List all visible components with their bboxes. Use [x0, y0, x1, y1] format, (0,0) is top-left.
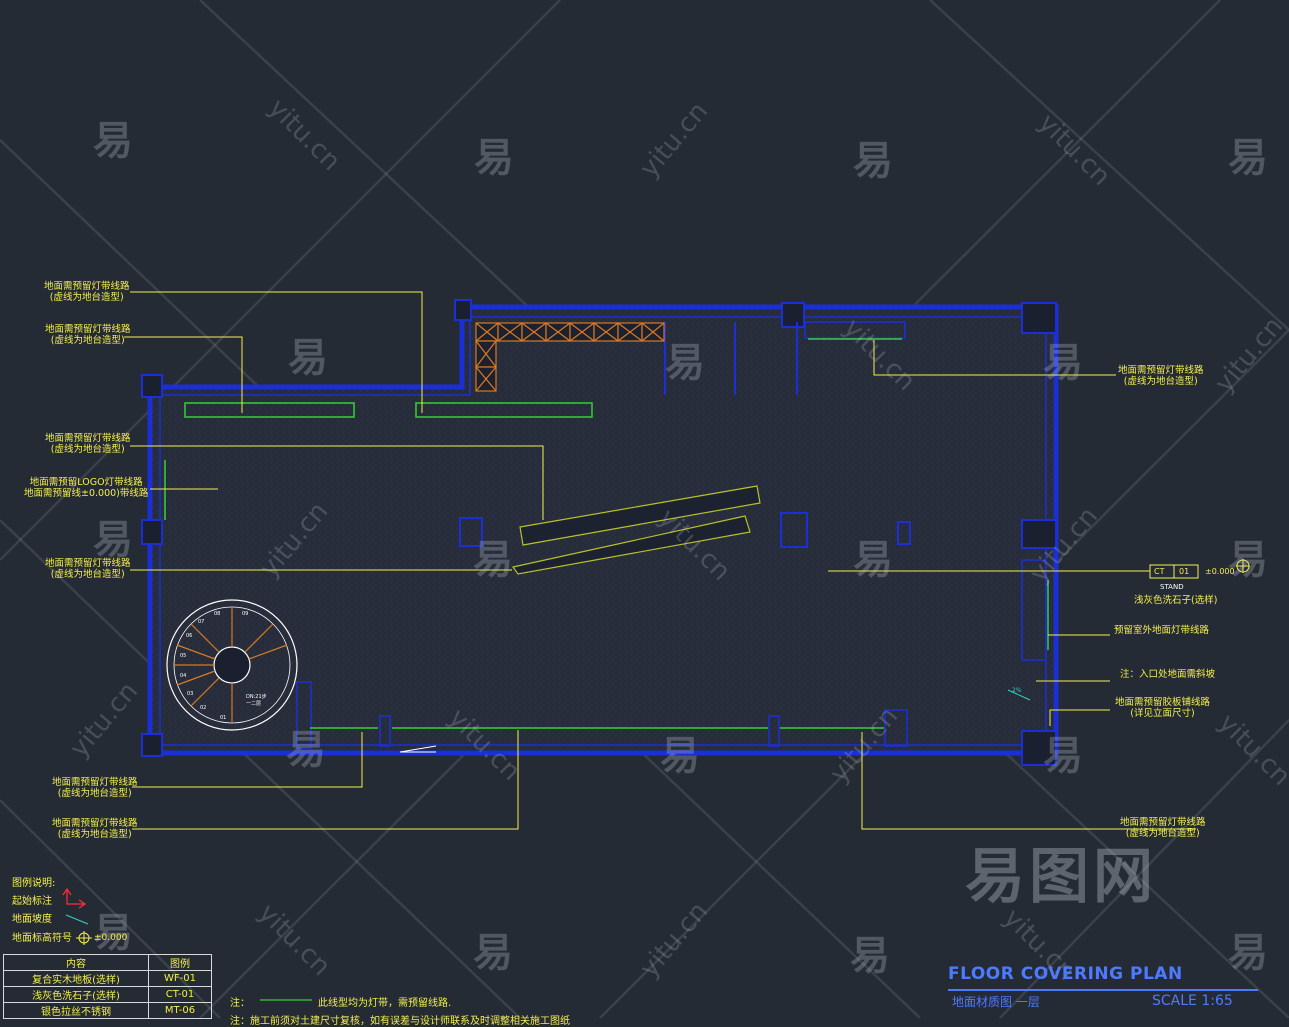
- legend-elev-value: ±0.000: [94, 933, 128, 943]
- annotation-text: (虚线为地台造型): [50, 569, 125, 580]
- table-row: 复合实木地板(选样) WF-01: [3, 970, 212, 987]
- walls: [141, 299, 1059, 766]
- stair-label: DN:21步: [246, 694, 267, 700]
- stand-label: STAND: [1160, 583, 1184, 591]
- stair-step-6: 06: [186, 633, 192, 639]
- leader-lines: [124, 291, 1250, 830]
- annotation-text: 地面需预留灯带线路: [45, 433, 131, 444]
- annotation-text: (详见立面尺寸): [1130, 708, 1195, 719]
- material-code-01: 01: [1179, 567, 1190, 576]
- drawing-title: FLOOR COVERING PLAN: [948, 964, 1183, 984]
- table-header: 图例: [148, 954, 212, 971]
- annotation-r5: 地面需预留胶板铺线路 (详见立面尺寸): [1115, 697, 1210, 719]
- legend-title: 图例说明:: [12, 878, 56, 889]
- annotation-a6: 地面需预留灯带线路 (虚线为地台造型): [52, 777, 138, 799]
- stair-step-1: 01: [220, 715, 226, 721]
- slope-tag: 2%: [1012, 687, 1022, 694]
- table-row: 银色拉丝不锈钢 MT-06: [3, 1002, 212, 1019]
- table-cell: 复合实木地板(选样): [3, 970, 149, 987]
- drawing-scale: SCALE 1:65: [1152, 993, 1233, 1009]
- annotation-a2: 地面需预留灯带线路 (虚线为地台造型): [45, 324, 131, 346]
- annotation-text: (虚线为地台造型): [57, 829, 132, 840]
- table-header: 内容: [3, 954, 149, 971]
- legend-elev: 地面标高符号: [12, 933, 72, 944]
- annotation-text: 地面需预留LOGO灯带线路: [29, 477, 143, 488]
- annotation-r3: 预留室外地面灯带线路: [1114, 625, 1210, 636]
- material-code-ct: CT: [1154, 567, 1165, 576]
- elevation-value: ±0.000: [1205, 567, 1235, 576]
- annotation-text: 地面需预留灯带线路: [44, 281, 130, 292]
- annotation-r4: 注：入口处地面需斜坡: [1120, 669, 1216, 680]
- annotation-text: (虚线为地台造型): [50, 335, 125, 346]
- annotation-text: 地面需预留灯带线路: [45, 324, 131, 335]
- annotation-text: 地面需预留灯带线路: [52, 818, 138, 829]
- annotation-text: 地面需预留线±0.000)带线路: [24, 488, 149, 499]
- note-led: 此线型均为灯带，需预留线路.: [318, 998, 452, 1009]
- led-strips: [164, 338, 1049, 729]
- annotation-text: 地面需预留胶板铺线路: [1115, 697, 1211, 708]
- annotation-r1: 地面需预留灯带线路 (虚线为地台造型): [1118, 365, 1204, 387]
- annotation-text: 地面需预留灯带线路: [1120, 817, 1206, 828]
- stair-step-2: 02: [200, 705, 206, 711]
- stair-step-9: 09: [242, 611, 248, 617]
- material-table: 内容 图例 复合实木地板(选样) WF-01 浅灰色洗石子(选样) CT-01 …: [3, 954, 212, 1019]
- annotation-text: (虚线为地台造型): [1123, 376, 1198, 387]
- table-cell: CT-01: [148, 986, 212, 1003]
- stair-step-5: 05: [180, 653, 186, 659]
- table-header-row: 内容 图例: [3, 954, 212, 971]
- table-cell: 银色拉丝不锈钢: [3, 1002, 149, 1019]
- slope-arrow: 2%: [1007, 687, 1031, 701]
- stair-step-8: 08: [214, 611, 220, 617]
- drawing-subtitle: 地面材质图 一层: [952, 995, 1040, 1009]
- annotation-a3: 地面需预留灯带线路 (虚线为地台造型): [45, 433, 131, 455]
- table-cell: MT-06: [148, 1002, 212, 1019]
- annotation-text: 地面需预留灯带线路: [52, 777, 138, 788]
- stair-step-4: 04: [180, 673, 186, 679]
- annotation-text: (虚线为地台造型): [49, 292, 124, 303]
- legend-start: 起始标注: [12, 896, 52, 907]
- stair-step-3: 03: [187, 691, 193, 697]
- table-row: 浅灰色洗石子(选样) CT-01: [3, 986, 212, 1003]
- note-survey: 注：施工前须对土建尺寸复核，如有误差与设计师联系及时调整相关施工图纸: [230, 1016, 570, 1027]
- legend-symbols: [62, 887, 1258, 1001]
- display-cabinets: [475, 322, 665, 392]
- annotation-r6: 地面需预留灯带线路 (虚线为地台造型): [1120, 817, 1206, 839]
- annotation-a4: 地面需预留LOGO灯带线路 地面需预留线±0.000)带线路: [24, 477, 148, 499]
- annotation-r2: 浅灰色洗石子(选样): [1134, 595, 1218, 606]
- annotation-text: (虚线为地台造型): [50, 444, 125, 455]
- legend-slope: 地面坡度: [12, 914, 52, 925]
- stair-step-7: 07: [198, 619, 204, 625]
- table-cell: WF-01: [148, 970, 212, 987]
- annotation-a1: 地面需预留灯带线路 (虚线为地台造型): [44, 281, 130, 303]
- entrance-door: [399, 745, 437, 753]
- stair-label-2: 一二层: [246, 701, 261, 707]
- watermark-logo: 易图网: [965, 842, 1157, 912]
- annotation-text: (虚线为地台造型): [1125, 828, 1200, 839]
- annotation-a5: 地面需预留灯带线路 (虚线为地台造型): [45, 558, 131, 580]
- diagonal-tables: [511, 485, 761, 575]
- note-prefix: 注：: [230, 998, 250, 1009]
- annotation-text: 地面需预留灯带线路: [45, 558, 131, 569]
- annotation-a7: 地面需预留灯带线路 (虚线为地台造型): [52, 818, 138, 840]
- annotation-text: (虚线为地台造型): [57, 788, 132, 799]
- spiral-staircase: 01 02 03 04 05 06 07 08 09 DN:21步 一二层: [166, 599, 298, 731]
- annotation-text: 地面需预留灯带线路: [1118, 365, 1204, 376]
- table-cell: 浅灰色洗石子(选样): [3, 986, 149, 1003]
